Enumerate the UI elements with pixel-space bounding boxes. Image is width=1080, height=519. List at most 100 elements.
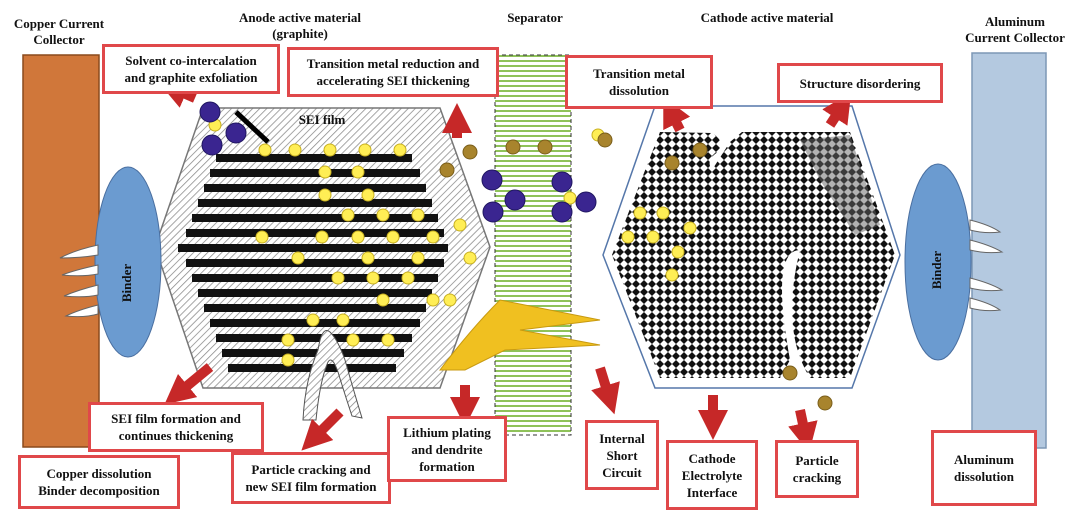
lithium-ion <box>331 271 345 285</box>
lithium-ion <box>683 221 697 235</box>
cathode-title: Cathode active material <box>700 10 834 25</box>
anode-title-line-2: (graphite) <box>272 26 328 41</box>
ions <box>199 101 833 411</box>
right-binder-label: Binder <box>929 250 945 290</box>
transition-metal-ion <box>537 139 553 155</box>
solvent-cointercalation-box: Solvent co-intercalation and graphite ex… <box>102 44 280 94</box>
transition-metal-ion <box>817 395 833 411</box>
lithium-ion <box>376 293 390 307</box>
lithium-ion <box>453 218 467 232</box>
cathode-cracking-line-1: Particle <box>795 453 839 468</box>
cathode-particle-cracking-box: Particle cracking <box>775 440 859 498</box>
anion <box>225 122 247 144</box>
transition-metal-ion <box>782 365 798 381</box>
graphite-layer <box>216 154 412 162</box>
left-binder-label: Binder <box>119 263 135 303</box>
structure-line-1: Structure disordering <box>799 75 921 91</box>
lithium-ion <box>621 230 635 244</box>
graphite-layer <box>186 229 444 237</box>
graphite-layer <box>204 184 426 192</box>
transition-metal-ion <box>597 132 613 148</box>
lithium-ion <box>255 230 269 244</box>
separator-title: Separator <box>507 10 563 25</box>
aluminum-collector-title: Aluminum Current Collector <box>950 14 1080 46</box>
aluminum-title-line-1: Aluminum <box>985 14 1045 29</box>
copper-title-line-1: Copper Current <box>13 16 105 31</box>
sei-formation-line-1: SEI film formation and <box>111 411 241 426</box>
lithium-ion <box>291 251 305 265</box>
lithium-ion <box>323 143 337 157</box>
lithium-ion <box>411 251 425 265</box>
lithium-ion <box>563 191 577 205</box>
lithium-ion <box>351 230 365 244</box>
graphite-layers <box>178 154 448 372</box>
short-line-3: Circuit <box>602 464 642 480</box>
lithium-ion <box>281 333 295 347</box>
lithium-ion <box>358 143 372 157</box>
graphite-layer <box>210 169 420 177</box>
aluminum-line-2: dissolution <box>954 469 1014 484</box>
lithium-ion <box>443 293 457 307</box>
tm-dissolution-line-1: Transition metal <box>593 66 685 81</box>
aluminum-line-1: Aluminum <box>954 452 1014 467</box>
anode-cracking-line-1: Particle cracking and <box>251 462 371 477</box>
left-binder-spikes <box>59 244 99 318</box>
lithium-ion <box>381 333 395 347</box>
cathode-electrolyte-interface-box: Cathode Electrolyte Interface <box>666 440 758 510</box>
lithium-ion <box>463 251 477 265</box>
right-binder <box>904 163 972 361</box>
anion <box>504 189 526 211</box>
sei-formation-box: SEI film formation and continues thicken… <box>88 402 264 452</box>
graphite-layer <box>192 274 438 282</box>
internal-short-circuit-box: Internal Short Circuit <box>585 420 659 490</box>
tm-dissolution-line-2: dissolution <box>609 83 669 98</box>
lithium-ion <box>671 245 685 259</box>
aluminum-title-line-2: Current Collector <box>965 30 1065 45</box>
transition-metal-ion <box>664 155 680 171</box>
reduction-line-2: accelerating SEI thickening <box>316 73 470 88</box>
lithium-ion <box>318 188 332 202</box>
lithium-ion <box>633 206 647 220</box>
lithium-ion <box>426 293 440 307</box>
anode-title: Anode active material (graphite) <box>205 10 395 42</box>
cathode-lattice <box>612 132 895 378</box>
red-arrow <box>788 408 818 453</box>
aluminum-dissolution-box: Aluminum dissolution <box>931 430 1037 506</box>
lithium-dendrite <box>438 299 601 371</box>
graphite-layer <box>204 304 426 312</box>
separator <box>494 54 572 436</box>
graphite-layer <box>198 199 432 207</box>
copper-binder-line-1: Copper dissolution <box>46 466 152 481</box>
lithium-ion <box>336 313 350 327</box>
lithium-ion <box>341 208 355 222</box>
lithium-ion <box>401 271 415 285</box>
cei-line-1: Cathode <box>688 450 736 466</box>
right-binder-spikes <box>969 219 1004 312</box>
transition-metal-dissolution-box: Transition metal dissolution <box>565 55 713 109</box>
sei-film-label: SEI film <box>298 112 346 127</box>
solvent-line-2: and graphite exfoliation <box>124 70 258 85</box>
lithium-ion <box>281 353 295 367</box>
copper-collector-title: Copper Current Collector <box>4 16 114 48</box>
reduction-line-1: Transition metal reduction and <box>306 56 480 71</box>
transition-metal-ion <box>439 162 455 178</box>
left-binder <box>94 166 162 358</box>
cei-line-2: Electrolyte <box>681 467 743 483</box>
short-line-2: Short <box>606 447 638 463</box>
lithium-ion <box>665 268 679 282</box>
lithium-ion <box>411 208 425 222</box>
solvent-line-1: Solvent co-intercalation <box>125 53 257 68</box>
graphite-layer <box>222 349 404 357</box>
transition-metal-ion <box>462 144 478 160</box>
red-arrow <box>663 96 691 133</box>
anode-cracking-line-2: new SEI film formation <box>245 479 377 494</box>
transition-metal-reduction-box: Transition metal reduction and accelerat… <box>287 47 499 97</box>
lithium-ion <box>656 206 670 220</box>
red-arrow <box>301 408 344 451</box>
anion <box>481 169 503 191</box>
graphite-layer <box>186 259 444 267</box>
anion <box>575 191 597 213</box>
lithium-ion <box>646 230 660 244</box>
anode-crack <box>302 330 363 421</box>
